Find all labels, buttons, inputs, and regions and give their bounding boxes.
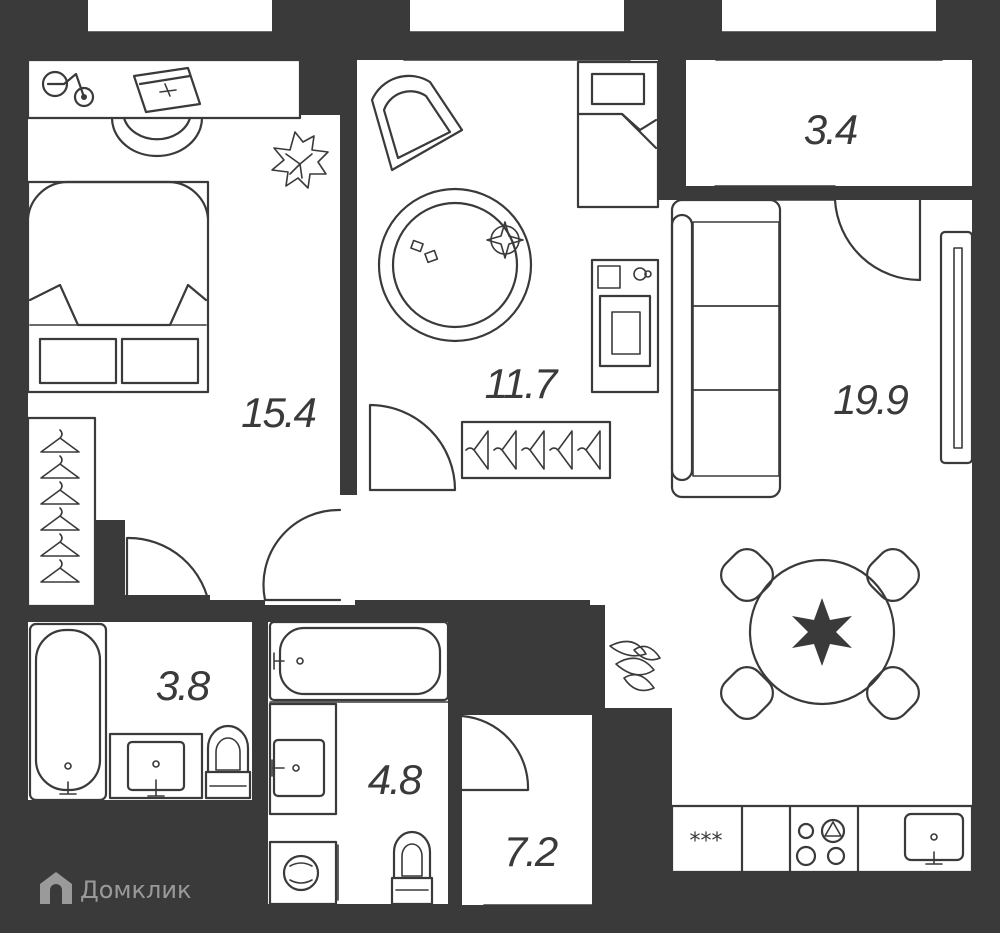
- kids-room-door[interactable]: [368, 403, 457, 492]
- hanger-icon: [40, 429, 80, 583]
- living-floor: [125, 200, 972, 872]
- window-balcony-door: [714, 185, 836, 201]
- hanger-icon: [577, 430, 601, 470]
- sink-icon: [108, 732, 204, 800]
- kitchen-counter: ***: [670, 804, 974, 874]
- stove-icon: [795, 818, 846, 867]
- bedroom-door[interactable]: [262, 508, 342, 602]
- bathroom-left-furniture: [28, 622, 252, 802]
- desk-chair: [110, 116, 204, 158]
- star-decoration-icon: [486, 221, 524, 259]
- area-label-balcony: 3.4: [804, 106, 857, 153]
- house-icon: [40, 872, 72, 904]
- bathroom-left-floor: [28, 622, 252, 800]
- bed: [26, 180, 210, 394]
- area-label-bathroom-left: 3.8: [156, 662, 211, 709]
- hanger-icon: [465, 430, 489, 470]
- kids-desk: [590, 258, 660, 394]
- area-label-kids-room: 11.7: [485, 360, 559, 407]
- hanger-icon: [40, 533, 80, 557]
- bedroom-floor: [28, 60, 340, 605]
- hanger-icon: [610, 727, 650, 751]
- window-bedroom: [81, 0, 279, 61]
- windows: [81, 0, 943, 933]
- sink-icon: [268, 702, 338, 816]
- hanger-icon: [465, 430, 601, 470]
- kids-bed: [576, 60, 660, 209]
- bathroom-middle-furniture: [268, 620, 450, 906]
- area-label-hallway: 7.2: [504, 828, 558, 875]
- window-balcony: [715, 0, 943, 61]
- hallway-floor: [462, 715, 592, 905]
- toilet-icon: [204, 724, 252, 800]
- bathtub-icon: [268, 620, 450, 702]
- hanger-icon: [610, 727, 650, 881]
- bathroom-middle-floor: [268, 622, 448, 904]
- balcony-door[interactable]: [833, 198, 922, 282]
- area-label-bedroom: 15.4: [241, 389, 315, 436]
- dining-table-icon: [720, 548, 920, 720]
- bicycle-icon: [41, 70, 95, 108]
- balcony-floor: [686, 60, 972, 186]
- living-furniture: ***: [602, 198, 974, 908]
- area-label-living-kitchen: 19.9: [833, 376, 908, 423]
- sink-icon: [903, 812, 965, 865]
- round-rug: [377, 187, 533, 343]
- hanger-icon: [610, 857, 650, 881]
- doors: [125, 198, 922, 792]
- floor-areas: [28, 60, 972, 905]
- hanger-icon: [40, 429, 80, 453]
- tv-unit: [939, 230, 974, 465]
- desk: [26, 58, 302, 120]
- area-label-bathroom-middle: 4.8: [368, 756, 423, 803]
- bedroom-furniture: [26, 58, 329, 608]
- hanger-icon: [493, 430, 517, 470]
- hanger-icon: [521, 430, 545, 470]
- hanger-icon: [610, 753, 650, 777]
- fridge-marker: ***: [690, 829, 723, 854]
- hanger-icon: [610, 805, 650, 829]
- plant-icon: [609, 640, 661, 692]
- hallway-door[interactable]: [460, 714, 530, 792]
- hanger-icon: [549, 430, 573, 470]
- armchair: [370, 74, 464, 172]
- window-kids-room: [403, 0, 631, 61]
- brand-logo: Домклик: [40, 872, 191, 904]
- wardrobe-hallway: [602, 714, 660, 908]
- hanger-icon: [40, 559, 80, 583]
- bathtub-icon: [28, 622, 108, 802]
- sofa: [670, 198, 782, 499]
- hanger-icon: [40, 455, 80, 479]
- brand-name: Домклик: [80, 876, 191, 904]
- bathroom-left-door[interactable]: [125, 536, 212, 612]
- washing-machine-icon: [268, 840, 339, 906]
- kids-room-furniture: [370, 60, 660, 480]
- kids-room-floor: [357, 60, 658, 495]
- window-hallway: [483, 904, 593, 933]
- area-labels: 15.4 11.7 3.4 19.9 3.8 4.8 7.2: [156, 106, 911, 875]
- toilet-icon: [390, 830, 434, 906]
- laptop-icon: [132, 66, 202, 114]
- plant-icon: [271, 131, 329, 189]
- hanger-icon: [40, 481, 80, 505]
- wardrobe-bedroom: [26, 416, 97, 608]
- hanger-icon: [610, 779, 650, 803]
- hanger-icon: [40, 507, 80, 531]
- wardrobe-kids: [460, 420, 612, 480]
- hanger-icon: [610, 831, 650, 855]
